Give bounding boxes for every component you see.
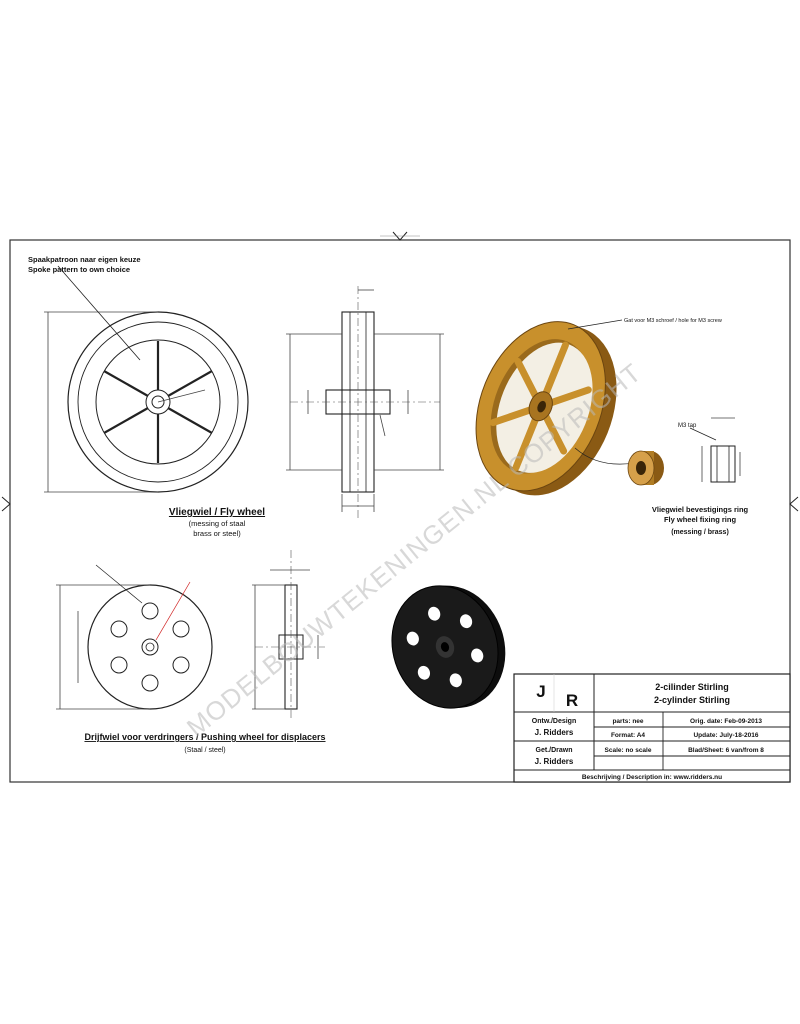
title-block <box>513 673 791 783</box>
flywheel-material-2: brass or steel) <box>193 529 241 538</box>
project-title-en: 2-cylinder Stirling <box>654 695 730 705</box>
pushing-wheel-title: Drijfwiel voor verdringers / Pushing whe… <box>84 732 325 742</box>
design-name: J. Ridders <box>535 728 574 737</box>
center-mark-right <box>789 496 799 512</box>
spoke-note-nl: Spaakpatroon naar eigen keuze <box>28 255 141 264</box>
drawn-name: J. Ridders <box>535 757 574 766</box>
fixing-ring-title-en: Fly wheel fixing ring <box>664 515 737 524</box>
bore-note: Gat voor M3 schroef / hole for M3 screw <box>624 318 722 324</box>
spoke-note-en: Spoke pattern to own choice <box>28 265 130 274</box>
center-mark-top <box>392 231 408 241</box>
sheet-field: Blad/Sheet: 6 van/from 8 <box>688 747 764 754</box>
flywheel-title: Vliegwiel / Fly wheel <box>169 507 265 518</box>
fixing-ring-3d <box>627 450 664 486</box>
fixing-ring-title-nl: Vliegwiel bevestigings ring <box>652 505 749 514</box>
thread-note: M3 tap <box>678 423 697 429</box>
format-field: Format: A4 <box>611 732 645 739</box>
fixing-ring-material: (messing / brass) <box>671 529 729 536</box>
flywheel-material: (messing of staal <box>189 519 246 528</box>
flywheel-front-view <box>44 265 249 493</box>
pushing-wheel-side-view <box>252 550 325 720</box>
flywheel-side-view <box>286 286 444 520</box>
project-title-nl: 2-cilinder Stirling <box>655 682 729 692</box>
design-label: Ontw./Design <box>532 718 576 725</box>
pushing-wheel-3d-render <box>391 585 506 709</box>
flywheel-3d-render <box>475 321 617 496</box>
drawn-label: Get./Drawn <box>536 747 573 754</box>
update-field: Update: July-18-2016 <box>693 732 758 739</box>
parts-field: parts: nee <box>612 718 643 725</box>
pushing-wheel-front-view <box>56 564 213 710</box>
scale-field: Scale: no scale <box>605 747 652 754</box>
fixing-ring-section <box>689 417 741 483</box>
pushing-wheel-material: (Staal / steel) <box>184 747 225 754</box>
description-field: Beschrijving / Description in: www.ridde… <box>582 774 722 781</box>
logo-j: J <box>536 682 545 701</box>
center-mark-left <box>1 496 11 512</box>
logo-r: R <box>566 691 578 710</box>
orig-date-field: Orig. date: Feb-09-2013 <box>690 718 762 725</box>
